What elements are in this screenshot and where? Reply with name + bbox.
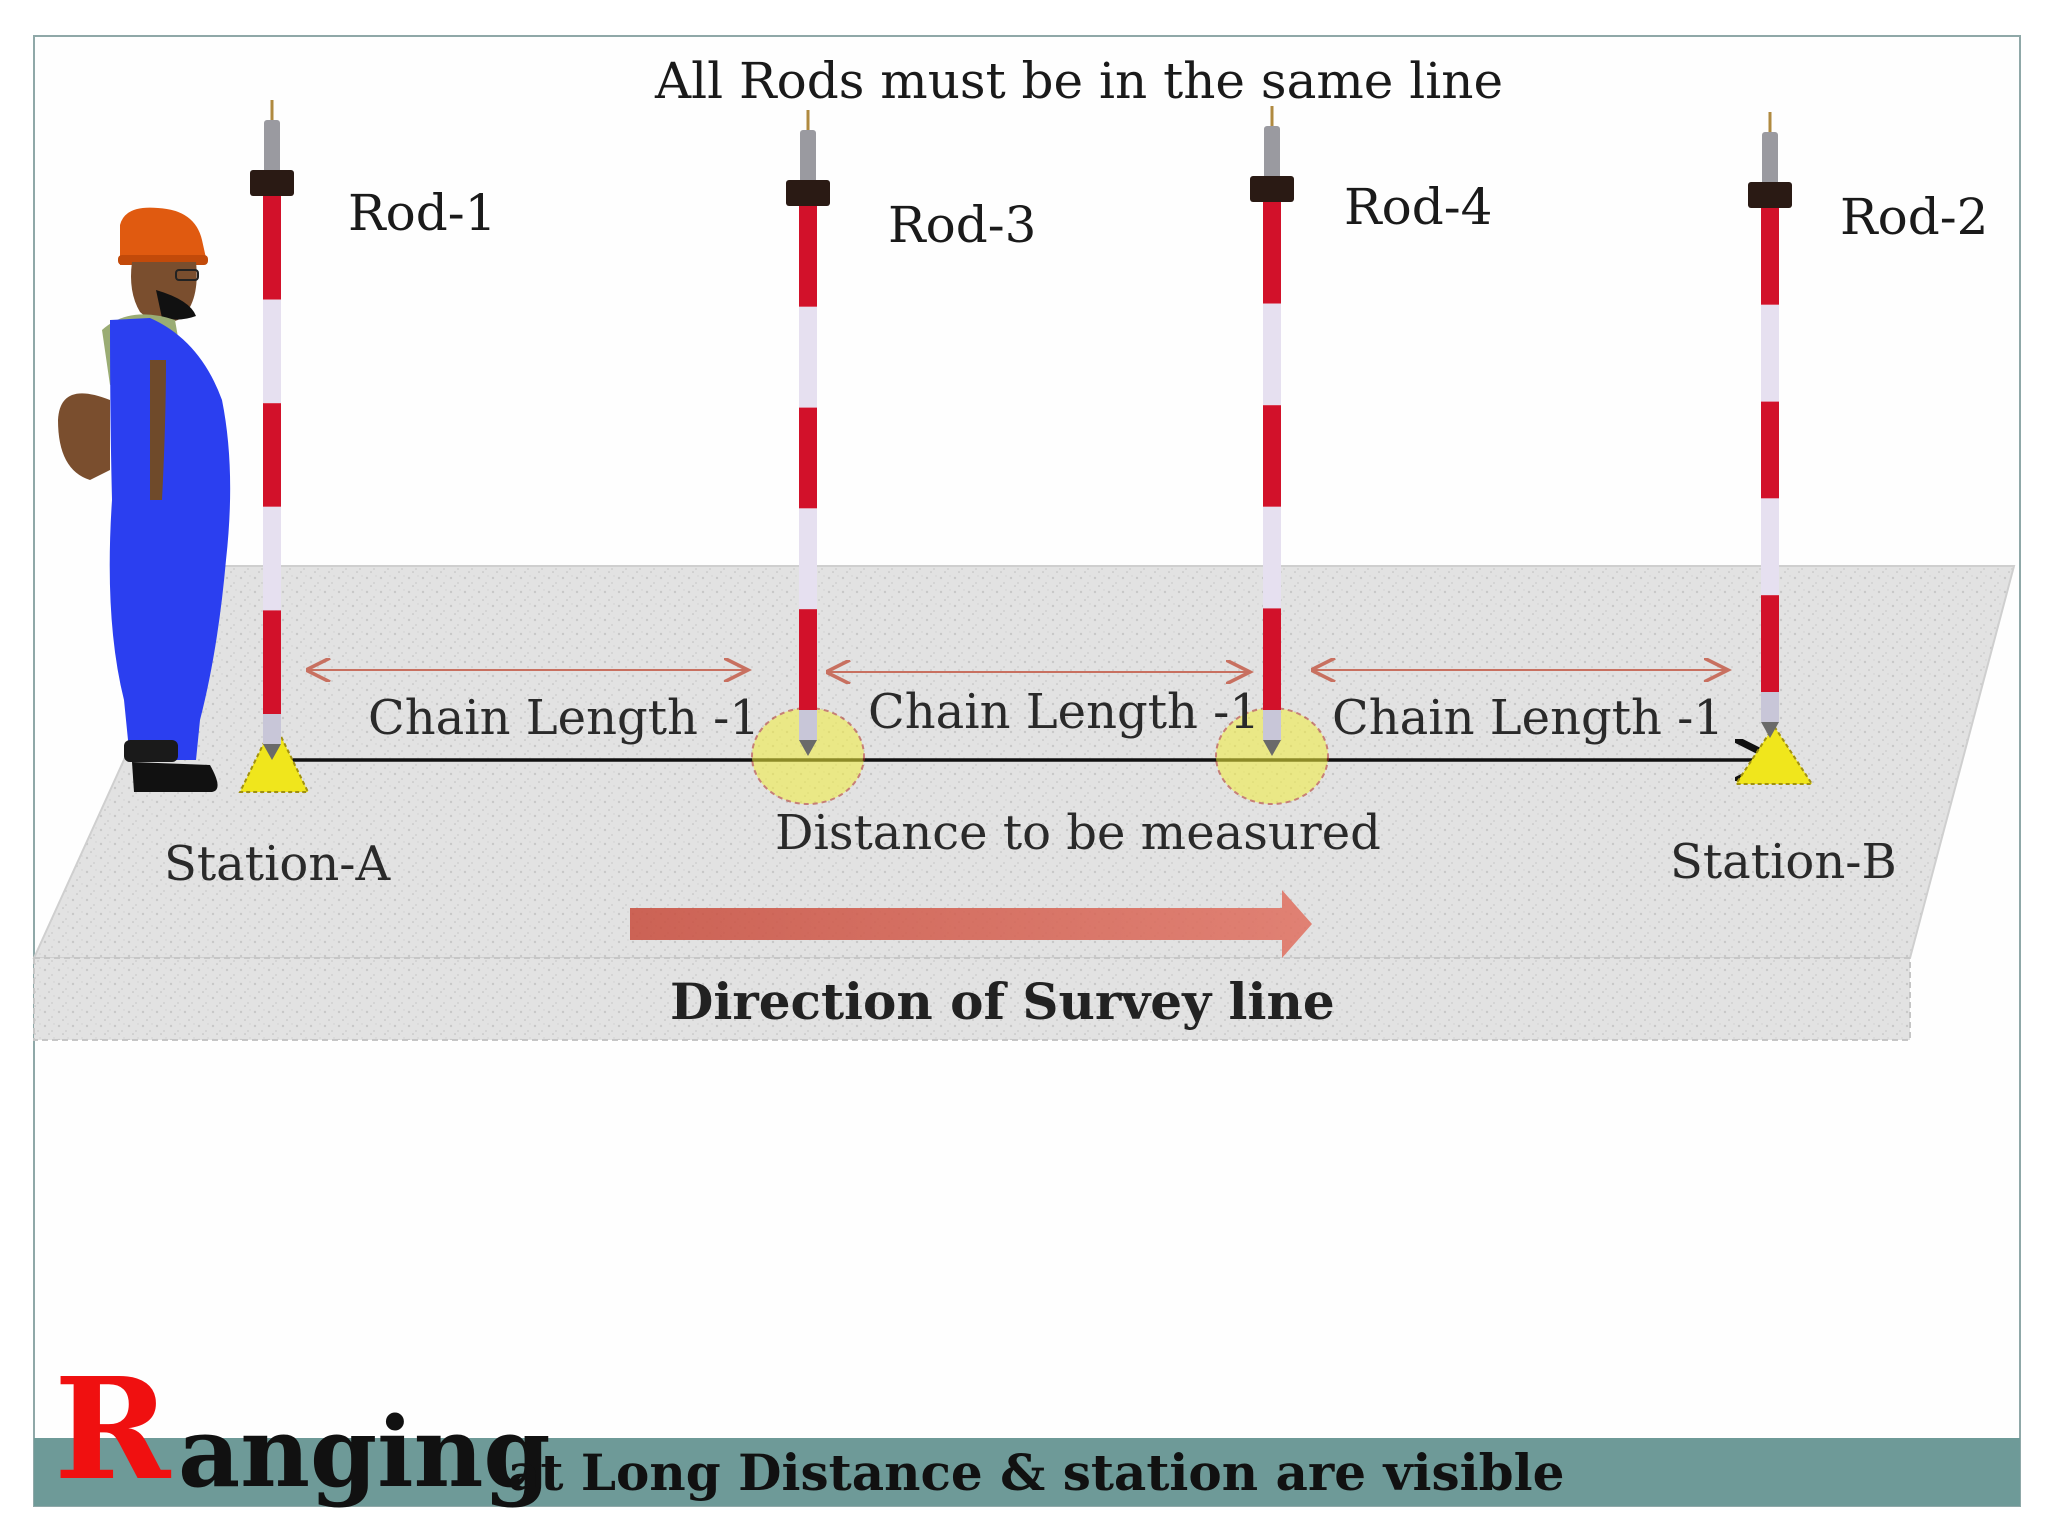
rod-1 (250, 100, 294, 760)
station-a-marker (238, 719, 310, 793)
station-b-label: Station-B (1670, 834, 1897, 890)
chain-length-label-2: Chain Length -1 (868, 684, 1260, 740)
footer-subtitle: at Long Distance & station are visible (508, 1443, 1565, 1502)
rods-layer (250, 100, 1792, 760)
distance-label: Distance to be measured (775, 805, 1381, 861)
rod-2-label: Rod-2 (1840, 188, 1989, 246)
rod-1-label: Rod-1 (348, 184, 497, 242)
direction-label: Direction of Survey line (670, 972, 1335, 1031)
footer-band (34, 1438, 2020, 1506)
chain-length-label-3: Chain Length -1 (1332, 690, 1724, 746)
surveyor-figure (58, 207, 231, 792)
footer-title-initial: R (54, 1348, 171, 1512)
direction-arrow (630, 890, 1312, 958)
rod-2 (1748, 112, 1792, 738)
station-b-marker (1734, 724, 1814, 785)
rod-3 (786, 110, 830, 756)
chain-length-label-1: Chain Length -1 (368, 690, 760, 746)
footer-title-word: anging (178, 1396, 551, 1509)
ground-front-face (33, 957, 1911, 1041)
rod-4 (1250, 106, 1294, 756)
rod-3-label: Rod-3 (888, 196, 1037, 254)
diagram-title: All Rods must be in the same line (655, 52, 1504, 110)
rod-4-label: Rod-4 (1344, 178, 1493, 236)
ground-surface (32, 565, 2016, 959)
station-a-label: Station-A (164, 836, 391, 892)
